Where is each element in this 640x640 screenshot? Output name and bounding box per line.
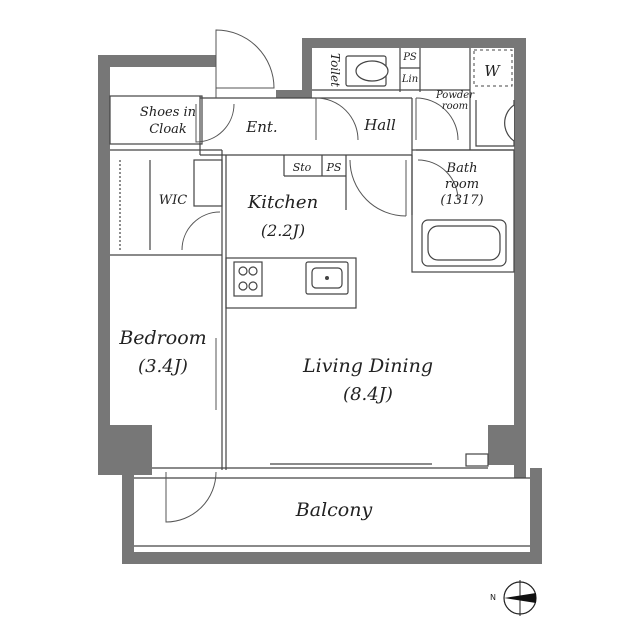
doors	[165, 29, 459, 523]
toilet-label: Toilet	[328, 53, 342, 87]
toilet-icon	[345, 55, 389, 87]
bedroom-size: (3.4J)	[138, 356, 188, 377]
compass-icon: N	[490, 580, 537, 616]
storage-label: Sto	[293, 161, 312, 174]
stove-icon	[233, 261, 263, 297]
hanging-rod	[119, 160, 151, 250]
powder-room-label-2: room	[442, 101, 468, 112]
wic-label: WIC	[159, 193, 187, 208]
ps-upper-label: PS	[402, 52, 417, 63]
balcony-label: Balcony	[295, 499, 373, 521]
washer-label: W	[484, 62, 501, 80]
washbasin-icon	[475, 100, 515, 147]
washing-machine-space	[473, 49, 513, 87]
bath-room-label-1: Bath	[446, 161, 478, 176]
living-dining-size: (8.4J)	[343, 384, 393, 405]
living-dining-label: Living Dining	[302, 355, 433, 377]
kitchen-label: Kitchen	[247, 192, 318, 213]
shoes-in-cloak-label-1: Shoes in	[140, 105, 196, 120]
shoes-in-cloak-label-2: Cloak	[149, 122, 187, 137]
bath-room-label-2: room	[445, 177, 479, 192]
hall-label: Hall	[363, 116, 396, 134]
kitchen-size: (2.2J)	[261, 221, 305, 240]
powder-room-label-1: Powder	[435, 90, 475, 101]
sink-icon	[305, 261, 349, 295]
linen-label: Lin	[401, 74, 418, 85]
interior-walls	[109, 48, 530, 547]
exterior-walls	[98, 38, 542, 564]
entrance-label: Ent.	[245, 118, 277, 136]
compass-north-label: N	[490, 593, 496, 602]
bedroom-label: Bedroom	[118, 327, 206, 349]
ps-lower-label: PS	[326, 161, 342, 174]
bath-room-size: (1317)	[440, 193, 483, 208]
bathtub-icon	[421, 219, 507, 267]
